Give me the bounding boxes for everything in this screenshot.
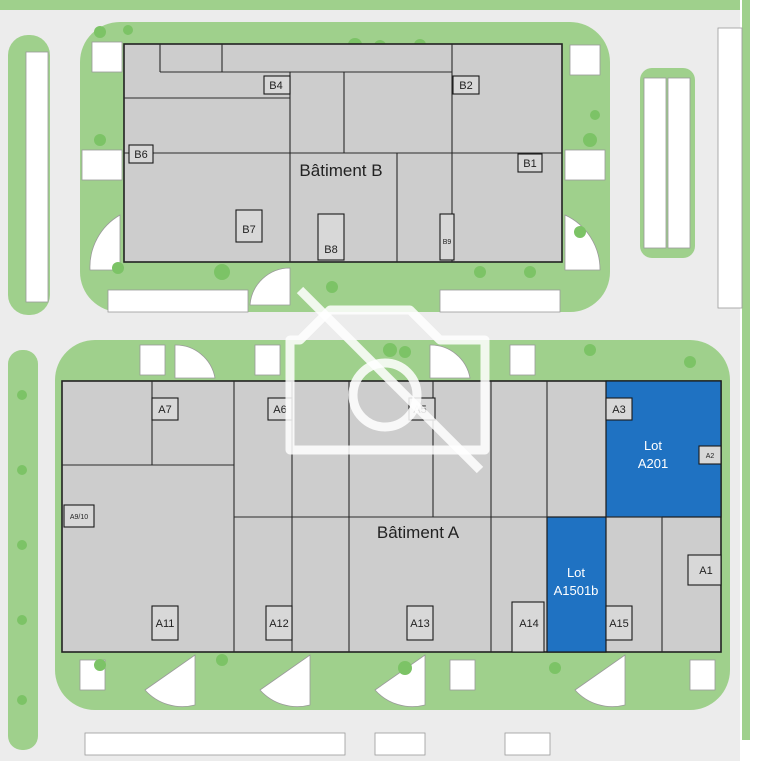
- door-a1[interactable]: [687, 554, 722, 586]
- parking-b-ne: [569, 44, 601, 76]
- lot-a1501b-line2: A1501b: [554, 583, 599, 598]
- parking-a-north-2: [254, 344, 281, 376]
- parking-b-south-1: [107, 289, 249, 313]
- parking-a-north-1: [139, 344, 166, 376]
- door-b2-label: B2: [459, 80, 472, 92]
- door-b1[interactable]: [517, 153, 543, 173]
- parking-a-curve-n2: [429, 344, 471, 379]
- parking-a-south-1: [84, 732, 346, 756]
- door-a15-label: A15: [609, 618, 629, 630]
- east-parking-1: [643, 77, 667, 249]
- west-green-a: [8, 350, 38, 750]
- door-b1-label: B1: [523, 158, 536, 170]
- door-a11[interactable]: [151, 605, 179, 641]
- parking-a-south-e: [689, 659, 716, 691]
- parking-a-south-3: [504, 732, 551, 756]
- door-b7[interactable]: [235, 209, 263, 243]
- door-b6[interactable]: [128, 144, 154, 164]
- parking-a-south-2: [374, 732, 426, 756]
- parking-b-west: [81, 149, 123, 181]
- door-a12[interactable]: [265, 605, 293, 641]
- door-b6-label: B6: [134, 149, 147, 161]
- door-b7-label: B7: [242, 224, 255, 236]
- door-a3-label: A3: [612, 404, 625, 416]
- door-a1-label: A1: [699, 565, 712, 577]
- door-b9-label: B9: [443, 239, 452, 246]
- door-b8-label: B8: [324, 244, 337, 256]
- lot-a1501b[interactable]: [546, 516, 607, 653]
- lot-a201-line1: Lot: [644, 438, 662, 453]
- door-b2[interactable]: [452, 75, 480, 95]
- parking-b-curve-w: [89, 214, 121, 271]
- door-a14[interactable]: [511, 601, 545, 653]
- camera-watermark-icon: [285, 286, 490, 474]
- parking-b-nw: [91, 41, 123, 73]
- parking-a-south-m: [449, 659, 476, 691]
- door-a12-label: A12: [269, 618, 289, 630]
- door-a11-label: A11: [156, 618, 175, 630]
- door-a2-label: A2: [706, 453, 715, 460]
- parking-b-east: [564, 149, 606, 181]
- lot-a1501b-line1: Lot: [567, 565, 585, 580]
- parking-a-north-3: [509, 344, 536, 376]
- parking-b-curve-e: [564, 214, 601, 271]
- east-parking-3: [717, 27, 743, 309]
- east-green-strip: [742, 0, 750, 740]
- door-a3[interactable]: [605, 397, 633, 421]
- parking-a-curve-3: [374, 654, 426, 708]
- parking-a-curve-2: [259, 654, 311, 708]
- parking-b-curve-s: [249, 267, 291, 306]
- door-a6-label: A6: [273, 404, 286, 416]
- building-a: A7 A6 A5 A3 A2 A9/10 A1 A11 A12 A13 A14 …: [61, 380, 722, 653]
- door-a9-10-label: A9/10: [70, 514, 88, 521]
- parking-a-curve-1: [144, 654, 196, 708]
- door-b4[interactable]: [263, 75, 291, 95]
- door-a7-label: A7: [158, 404, 171, 416]
- parking-a-curve-n1: [174, 344, 216, 379]
- door-a14-label: A14: [519, 618, 539, 630]
- north-green-strip: [0, 0, 745, 10]
- door-a13-label: A13: [410, 618, 430, 630]
- building-a-title: Bâtiment A: [377, 523, 460, 542]
- door-b9[interactable]: [439, 213, 455, 261]
- parking-a-curve-4: [574, 654, 626, 708]
- building-b: B4 B2 B6 B1 B7 B8 B9 Bâtiment B: [123, 43, 563, 263]
- door-b8[interactable]: [317, 213, 345, 261]
- parking-b-south-2: [439, 289, 561, 313]
- building-b-title: Bâtiment B: [299, 161, 382, 180]
- door-b4-label: B4: [269, 80, 282, 92]
- west-parking-b: [25, 51, 49, 303]
- east-parking-2: [667, 77, 691, 249]
- door-a13[interactable]: [406, 605, 434, 641]
- lot-a201-line2: A201: [638, 456, 668, 471]
- door-a2[interactable]: [698, 445, 722, 465]
- door-a9-10[interactable]: [63, 504, 95, 528]
- door-a7[interactable]: [151, 397, 179, 421]
- door-a15[interactable]: [605, 605, 633, 641]
